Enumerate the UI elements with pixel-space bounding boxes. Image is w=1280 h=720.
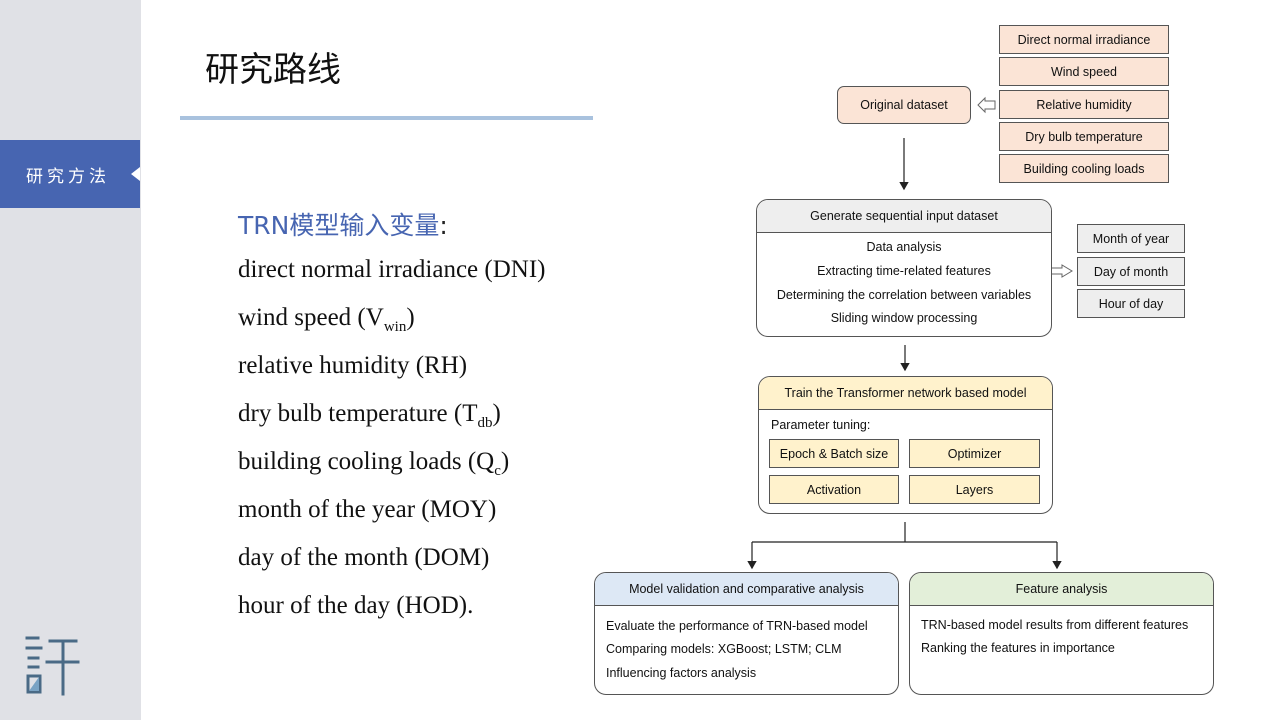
validation-panel: Model validation and comparative analysi…: [594, 572, 899, 695]
variable-dom: day of the month (DOM): [238, 544, 490, 571]
page-title: 研究路线: [205, 50, 341, 90]
nav-tab-label: 研究方法: [26, 167, 110, 187]
feature-analysis-line: TRN-based model results from different f…: [921, 618, 1189, 632]
validation-line: Evaluate the performance of TRN-based mo…: [606, 619, 868, 633]
input-box-cooling-loads: Building cooling loads: [999, 154, 1169, 183]
validation-line: Influencing factors analysis: [606, 666, 757, 680]
param-activation: Activation: [769, 475, 899, 504]
variables-heading-colon: :: [439, 211, 448, 240]
input-box-dni: Direct normal irradiance: [999, 25, 1169, 54]
time-feature-day: Day of month: [1077, 257, 1185, 286]
validation-line: Comparing models: XGBoost; LSTM; CLM: [606, 642, 842, 656]
variable-moy: month of the year (MOY): [238, 496, 497, 523]
input-box-relative-humidity: Relative humidity: [999, 90, 1169, 119]
generate-step: Determining the correlation between vari…: [776, 288, 1032, 302]
nav-tab-research-methods[interactable]: 研究方法: [0, 140, 140, 208]
logo-icon: [25, 636, 80, 696]
input-box-dry-bulb: Dry bulb temperature: [999, 122, 1169, 151]
variable-wind-text: wind speed (V: [238, 304, 384, 331]
feature-analysis-line: Ranking the features in importance: [921, 641, 1115, 655]
title-divider: [180, 116, 593, 120]
variable-dni: direct normal irradiance (DNI): [238, 256, 546, 283]
validation-header: Model validation and comparative analysi…: [595, 573, 898, 606]
generate-step: Extracting time-related features: [817, 264, 991, 278]
variable-dry-bulb: dry bulb temperature (Tdb): [238, 400, 501, 432]
generate-step: Data analysis: [866, 240, 942, 254]
variable-rh: relative humidity (RH): [238, 352, 468, 379]
param-epoch-batch: Epoch & Batch size: [769, 439, 899, 468]
input-box-wind-speed: Wind speed: [999, 57, 1169, 86]
variable-tdb-subscript: db: [477, 415, 493, 431]
sidebar: [0, 0, 141, 720]
variable-wind-speed: wind speed (Vwin): [238, 304, 415, 336]
variable-wind-subscript: win: [383, 319, 407, 335]
generate-dataset-header: Generate sequential input dataset: [757, 200, 1051, 233]
original-dataset-box: Original dataset: [837, 86, 971, 124]
variable-tdb-text: dry bulb temperature (T: [238, 400, 478, 427]
feature-analysis-header: Feature analysis: [910, 573, 1213, 606]
variable-cooling-loads: building cooling loads (Qc): [238, 448, 509, 480]
variable-qc-close: ): [500, 448, 510, 475]
generate-dataset-panel: Generate sequential input dataset Data a…: [756, 199, 1052, 337]
nav-active-pointer-icon: [131, 167, 140, 181]
train-model-panel: Train the Transformer network based mode…: [758, 376, 1053, 514]
time-feature-month: Month of year: [1077, 224, 1185, 253]
param-optimizer: Optimizer: [909, 439, 1040, 468]
variables-heading-text: TRN模型输入变量: [238, 211, 440, 240]
hollow-arrow-inputs-icon: [977, 96, 996, 114]
param-layers: Layers: [909, 475, 1040, 504]
variable-qc-text: building cooling loads (Q: [238, 448, 495, 475]
feature-analysis-panel: Feature analysis TRN-based model results…: [909, 572, 1214, 695]
variable-wind-close: ): [406, 304, 415, 331]
time-feature-hour: Hour of day: [1077, 289, 1185, 318]
variable-hod: hour of the day (HOD).: [238, 592, 474, 619]
train-model-header: Train the Transformer network based mode…: [759, 377, 1052, 410]
generate-step: Sliding window processing: [830, 311, 978, 325]
variable-tdb-close: ): [492, 400, 501, 427]
variable-qc-subscript: c: [494, 463, 501, 479]
variables-heading: TRN模型输入变量:: [238, 206, 448, 242]
parameter-tuning-label: Parameter tuning:: [771, 418, 871, 432]
